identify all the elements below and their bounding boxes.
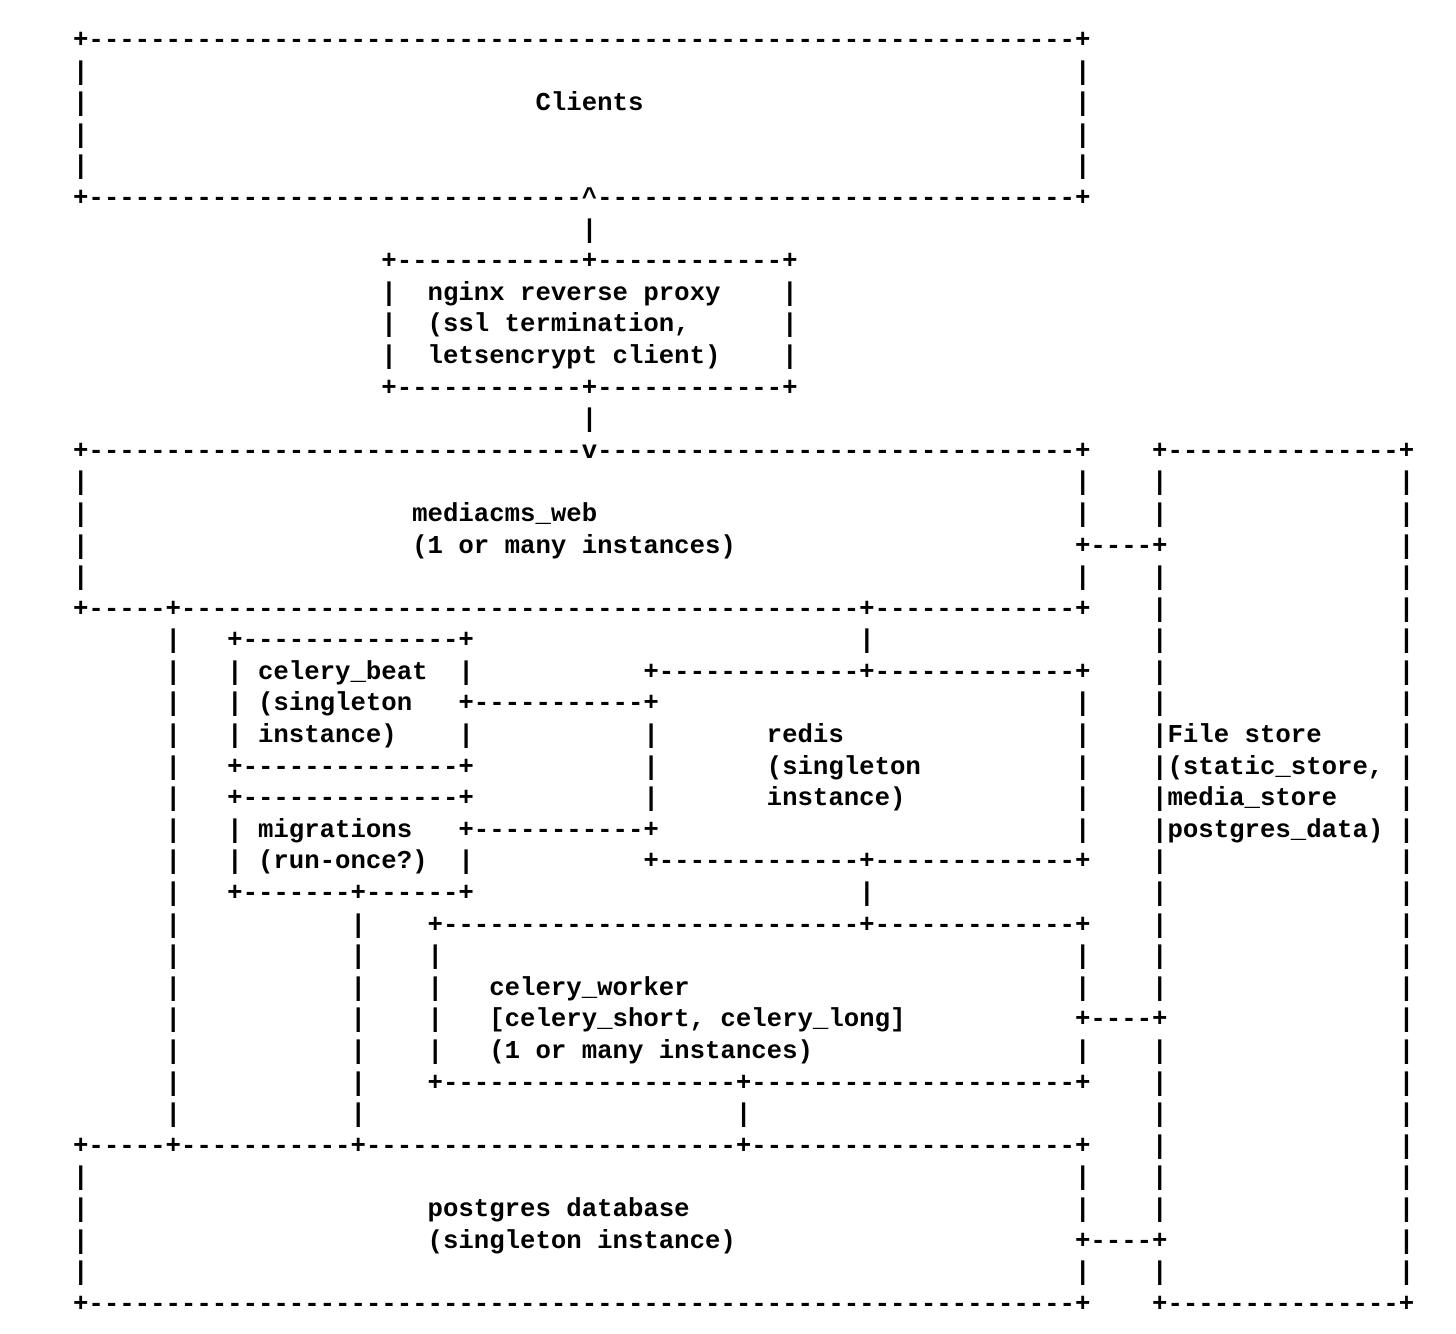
ascii-art-diagram: +---------------------------------------… bbox=[73, 26, 1415, 1319]
architecture-diagram: +---------------------------------------… bbox=[73, 26, 1415, 1319]
